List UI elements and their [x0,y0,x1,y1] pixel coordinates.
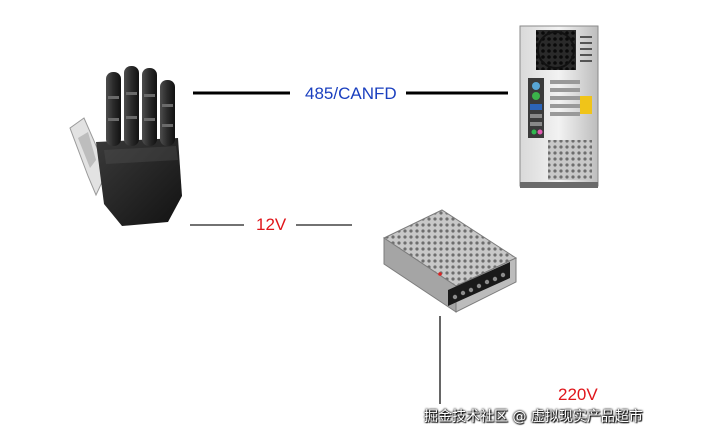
ac-power-label: 220V [558,385,598,404]
watermark: 掘金技术社区 @ 虚拟现实产品超市 [424,409,643,425]
robotic-hand [69,66,182,226]
desktop-computer [519,25,599,188]
power-supply-unit [382,209,518,313]
dc-power-label: 12V [256,215,287,234]
communication-label: 485/CANFD [305,84,397,103]
